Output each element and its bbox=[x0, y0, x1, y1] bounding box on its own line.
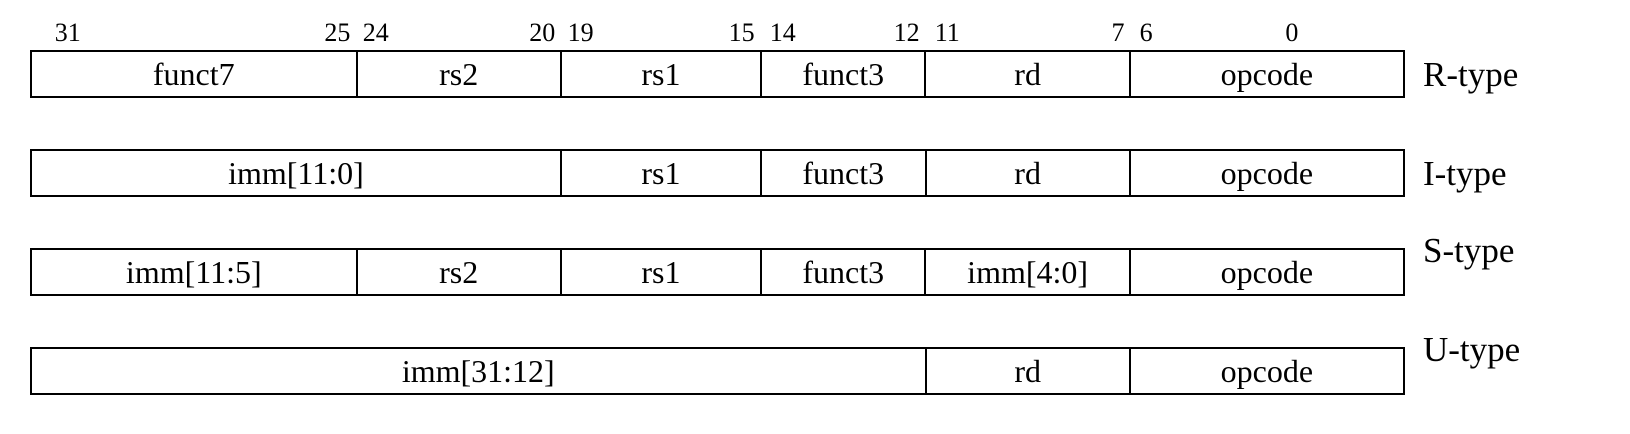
bit-number: 31 bbox=[54, 18, 81, 47]
row-type-label: U-type bbox=[1423, 329, 1521, 369]
bit-number: 19 bbox=[567, 18, 594, 47]
bit-number: 11 bbox=[934, 18, 960, 47]
bit-number: 6 bbox=[1139, 18, 1153, 47]
field-imm-11-5: imm[11:5] bbox=[125, 254, 262, 290]
field-rs1: rs1 bbox=[559, 151, 760, 195]
field-opcode: opcode bbox=[1128, 52, 1403, 96]
field-funct3: funct3 bbox=[759, 250, 925, 294]
field-rs2: rs2 bbox=[355, 250, 560, 294]
field-rs1: rs1 bbox=[559, 52, 760, 96]
bit-number: 14 bbox=[769, 18, 796, 47]
bit-number: 15 bbox=[728, 18, 755, 47]
bit-number: 12 bbox=[893, 18, 920, 47]
field-funct7: funct7 bbox=[152, 56, 235, 92]
field-imm-11-0: imm[11:0] bbox=[228, 155, 364, 191]
field-rd: rd bbox=[924, 52, 1128, 96]
field-opcode: opcode bbox=[1128, 250, 1403, 294]
row-type-label: S-type bbox=[1423, 230, 1515, 270]
bit-number: 7 bbox=[1111, 18, 1125, 47]
field-rs1: rs1 bbox=[559, 250, 760, 294]
field-opcode: opcode bbox=[1128, 349, 1403, 393]
bit-number: 20 bbox=[529, 18, 556, 47]
bit-number: 24 bbox=[362, 18, 389, 47]
field-opcode: opcode bbox=[1128, 151, 1403, 195]
field-funct3: funct3 bbox=[759, 151, 925, 195]
bit-number: 0 bbox=[1285, 18, 1299, 47]
field-rs2: rs2 bbox=[355, 52, 560, 96]
field-funct3: funct3 bbox=[759, 52, 925, 96]
row-type-label: R-type bbox=[1423, 54, 1519, 94]
field-rd: rd bbox=[924, 151, 1129, 195]
row-type-label: I-type bbox=[1423, 153, 1507, 193]
field-imm-4-0: imm[4:0] bbox=[924, 250, 1128, 294]
field-rd: rd bbox=[924, 349, 1129, 393]
bit-number: 25 bbox=[324, 18, 351, 47]
field-imm-31-12: imm[31:12] bbox=[401, 353, 555, 389]
